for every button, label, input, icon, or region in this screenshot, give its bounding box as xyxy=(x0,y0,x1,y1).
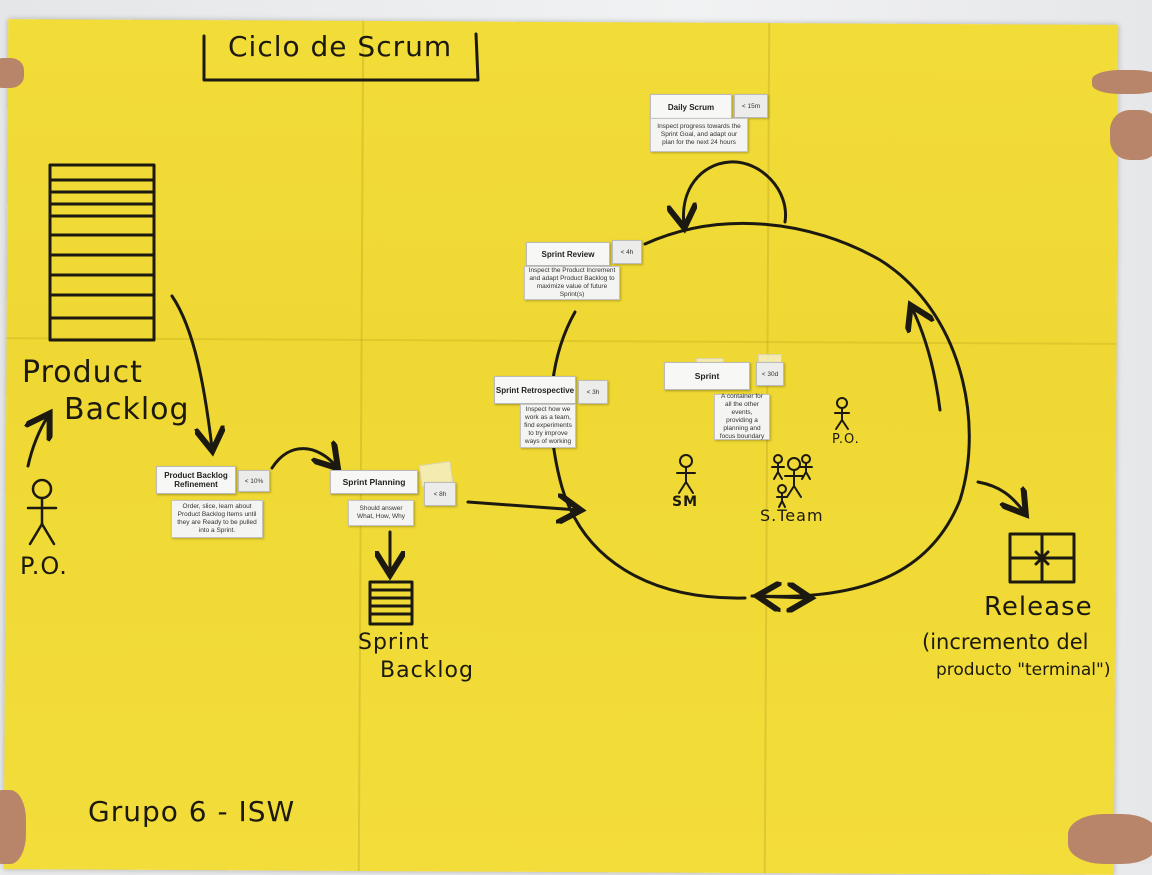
sm-label: SM xyxy=(672,494,699,510)
card-refinement-time: < 10% xyxy=(238,470,270,492)
sprint-backlog-icon xyxy=(368,580,414,626)
card-review-time: < 4h xyxy=(612,240,642,264)
product-backlog-label-line1: Product xyxy=(22,355,143,390)
card-refinement-desc: Order, slice, learn about Product Backlo… xyxy=(171,500,263,538)
hand-top-left xyxy=(0,58,24,88)
group-label: Grupo 6 - ISW xyxy=(88,795,296,828)
release-desc-line1: (incremento del xyxy=(922,630,1089,654)
po-figure-right xyxy=(834,397,850,430)
team-figures xyxy=(771,454,813,508)
hand-bottom-right xyxy=(1068,814,1152,864)
card-planning-desc: Should answer What, How, Why xyxy=(348,500,414,526)
daily-scrum-loop xyxy=(683,160,788,225)
title-box xyxy=(202,32,480,82)
po-figure-left xyxy=(26,478,58,546)
sprint-backlog-label-line1: Sprint xyxy=(358,630,430,655)
card-daily-time: < 15m xyxy=(734,94,768,118)
product-backlog-icon xyxy=(48,163,156,342)
arrow-planning-to-sprint xyxy=(466,502,578,510)
card-review-title: Sprint Review xyxy=(526,242,610,266)
release-desc-line2: producto "terminal") xyxy=(936,660,1111,680)
arrow-into-review xyxy=(912,308,942,412)
sprint-backlog-label-line2: Backlog xyxy=(380,658,474,683)
po-label-left: P.O. xyxy=(20,552,68,580)
card-retrospective-desc: Inspect how we work as a team, find expe… xyxy=(520,404,576,448)
arrow-backlog-to-refinement xyxy=(170,294,212,448)
arrow-refinement-to-planning xyxy=(270,449,336,468)
arrow-to-release xyxy=(976,480,1024,512)
release-icon xyxy=(1008,532,1076,584)
card-sprint-desc: A container for all the other events, pr… xyxy=(714,393,770,440)
card-planning-time: < 8h xyxy=(424,482,456,506)
card-planning-title: Sprint Planning xyxy=(330,470,418,494)
product-backlog-label-line2: Backlog xyxy=(64,392,190,427)
card-daily-title: Daily Scrum xyxy=(650,94,732,120)
arrow-po-to-backlog xyxy=(28,416,48,468)
sprint-cycle-top xyxy=(643,221,971,596)
team-label: S.Team xyxy=(760,506,824,525)
card-sprint-title: Sprint xyxy=(664,362,750,390)
hand-top-right-fingers xyxy=(1110,110,1152,160)
card-sprint-time: < 30d xyxy=(756,362,784,386)
card-daily-desc: Inspect progress towards the Sprint Goal… xyxy=(650,118,748,152)
release-label: Release xyxy=(984,592,1093,622)
card-retrospective-title: Sprint Retrospective xyxy=(494,376,576,404)
sprint-cycle-arrow-bottom xyxy=(750,596,808,598)
po-label-right: P.O. xyxy=(832,432,860,447)
card-review-desc: Inspect the Product Increment and adapt … xyxy=(524,266,620,300)
poster-title: Ciclo de Scrum xyxy=(228,30,453,63)
card-retrospective-time: < 3h xyxy=(578,380,608,404)
hand-top-right xyxy=(1092,70,1152,94)
sm-figure xyxy=(676,454,696,494)
sprint-cycle-arc xyxy=(549,310,747,600)
card-refinement-title: Product Backlog Refinement xyxy=(156,466,236,494)
hand-bottom-left xyxy=(0,790,26,864)
